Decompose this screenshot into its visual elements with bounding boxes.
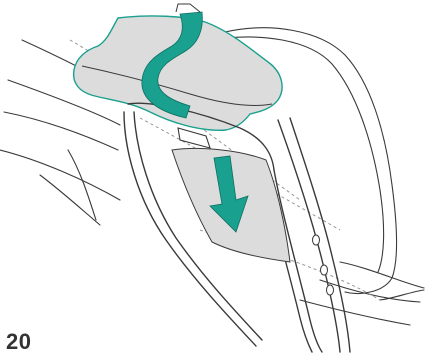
- step-number: 20: [6, 330, 31, 354]
- side-buttons: [313, 235, 334, 295]
